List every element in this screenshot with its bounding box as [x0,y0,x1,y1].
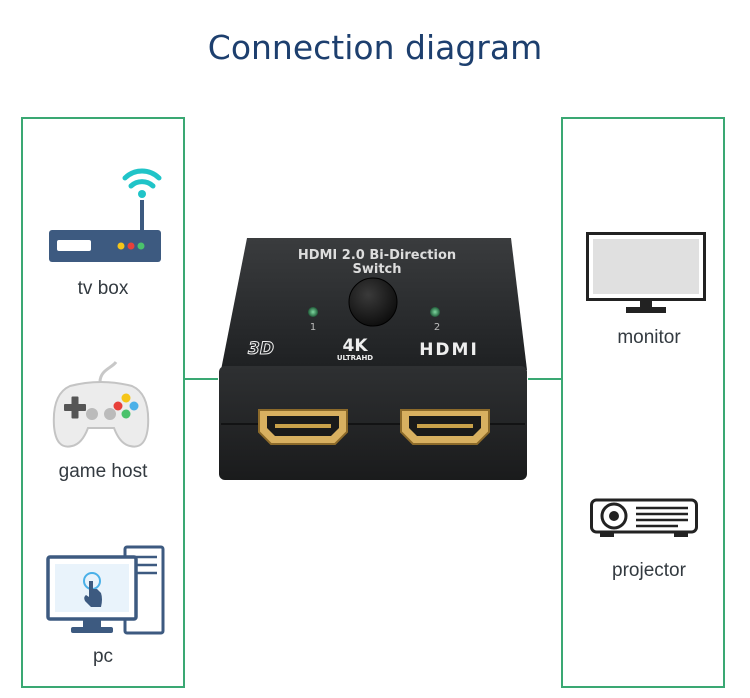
logo-4k-ultrahd: ULTRAHD [337,354,373,362]
hdmi-switch-device: HDMI 2.0 Bi-Direction Switch 1 2 3D 4K U… [219,238,527,480]
port-number-1: 1 [310,322,316,333]
gamepad-icon [52,361,150,448]
device-label-game-host: game host [58,461,148,482]
projector-icon [590,498,698,537]
device-label-tv-box: tv box [77,278,129,299]
switch-title-line2: Switch [352,262,401,277]
hdmi-port-1 [258,409,348,445]
diagram-title: Connection diagram [207,28,543,67]
computer-icon [46,545,165,635]
logo-hdmi: HDMI [419,340,479,360]
port-number-2: 2 [434,322,440,333]
device-label-pc: pc [92,646,114,667]
hdmi-port-2 [400,409,490,445]
device-label-projector: projector [612,560,686,581]
left-connector-line [185,378,218,380]
logo-4k: 4K [342,336,368,356]
device-label-monitor: monitor [617,327,681,348]
router-icon [49,168,162,262]
right-connector-line [528,378,561,380]
logo-3d: 3D [248,339,274,359]
input-devices-panel [21,117,185,688]
switch-title-line1: HDMI 2.0 Bi-Direction [298,248,456,263]
output-devices-panel [561,117,725,688]
monitor-icon [586,232,706,313]
